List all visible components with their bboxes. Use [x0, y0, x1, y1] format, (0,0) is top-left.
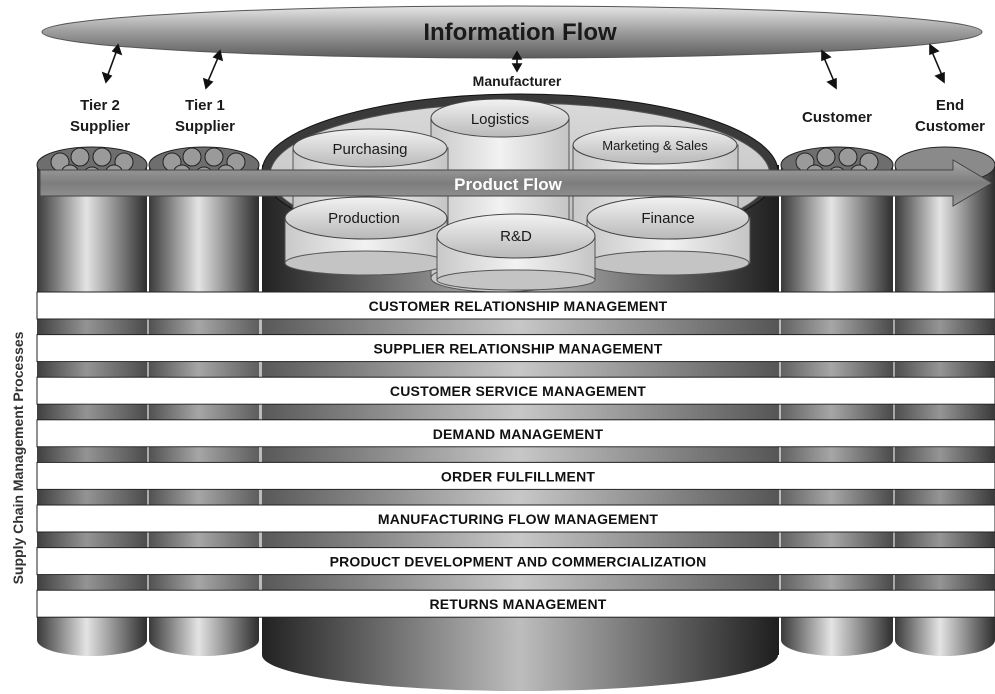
process-band-label: DEMAND MANAGEMENT — [433, 426, 604, 442]
information-flow-ellipse: Information Flow — [41, 5, 983, 59]
product-flow-arrow: Product Flow — [39, 159, 993, 207]
process-band-label: CUSTOMER SERVICE MANAGEMENT — [390, 383, 646, 399]
tier1-label-line1: Tier 1 — [185, 97, 225, 114]
process-band — [36, 504, 995, 533]
information-flow-label: Information Flow — [423, 19, 617, 46]
customer-label: Customer — [802, 109, 872, 126]
process-band-label: SUPPLIER RELATIONSHIP MANAGEMENT — [373, 341, 662, 357]
band-separator — [37, 404, 995, 420]
function-cylinders-front: Production Finance R&D — [284, 196, 751, 291]
band-separator — [37, 447, 995, 462]
marketing-sales-label: Marketing & Sales — [602, 138, 708, 153]
purchasing-label: Purchasing — [332, 141, 407, 158]
side-label: Supply Chain Management Processes — [10, 331, 26, 584]
product-flow-label: Product Flow — [454, 175, 562, 194]
tier2-label-line2: Supplier — [70, 118, 130, 135]
tier2-label-line1: Tier 2 — [80, 97, 120, 114]
band-separator — [37, 489, 995, 505]
arrow-customer — [821, 49, 837, 90]
process-band — [36, 334, 995, 363]
rd-label: R&D — [500, 228, 532, 245]
process-band-label: RETURNS MANAGEMENT — [429, 596, 606, 612]
process-band — [36, 589, 995, 618]
production-label: Production — [328, 210, 400, 227]
process-band — [36, 547, 995, 576]
process-band-label: CUSTOMER RELATIONSHIP MANAGEMENT — [369, 298, 668, 314]
end-customer-label-line2: Customer — [915, 118, 985, 135]
arrow-end-customer — [929, 43, 945, 84]
function-finance: Finance — [586, 196, 751, 276]
finance-label: Finance — [641, 210, 694, 227]
tier1-label-line2: Supplier — [175, 118, 235, 135]
process-band-label: PRODUCT DEVELOPMENT AND COMMERCIALIZATIO… — [330, 554, 707, 570]
process-band — [36, 461, 995, 490]
information-arrows — [101, 43, 945, 90]
arrow-tier1 — [202, 49, 224, 90]
arrow-tier2 — [101, 43, 123, 84]
end-customer-label-line1: End — [936, 97, 964, 114]
band-separator — [37, 319, 995, 335]
process-band — [36, 419, 995, 448]
logistics-label: Logistics — [471, 111, 529, 128]
function-rd: R&D — [436, 213, 596, 291]
process-band-label: ORDER FULFILLMENT — [441, 468, 596, 484]
arrow-manufacturer — [511, 50, 523, 73]
band-separator — [37, 532, 995, 548]
band-separator — [37, 575, 995, 590]
process-band-label: MANUFACTURING FLOW MANAGEMENT — [378, 511, 659, 527]
process-bands: CUSTOMER RELATIONSHIP MANAGEMENT SUPPLIER… — [36, 291, 995, 618]
manufacturer-label: Manufacturer — [473, 73, 562, 89]
function-production: Production — [284, 196, 448, 276]
process-band — [36, 376, 995, 405]
process-band — [36, 291, 995, 320]
band-separator — [37, 362, 995, 377]
